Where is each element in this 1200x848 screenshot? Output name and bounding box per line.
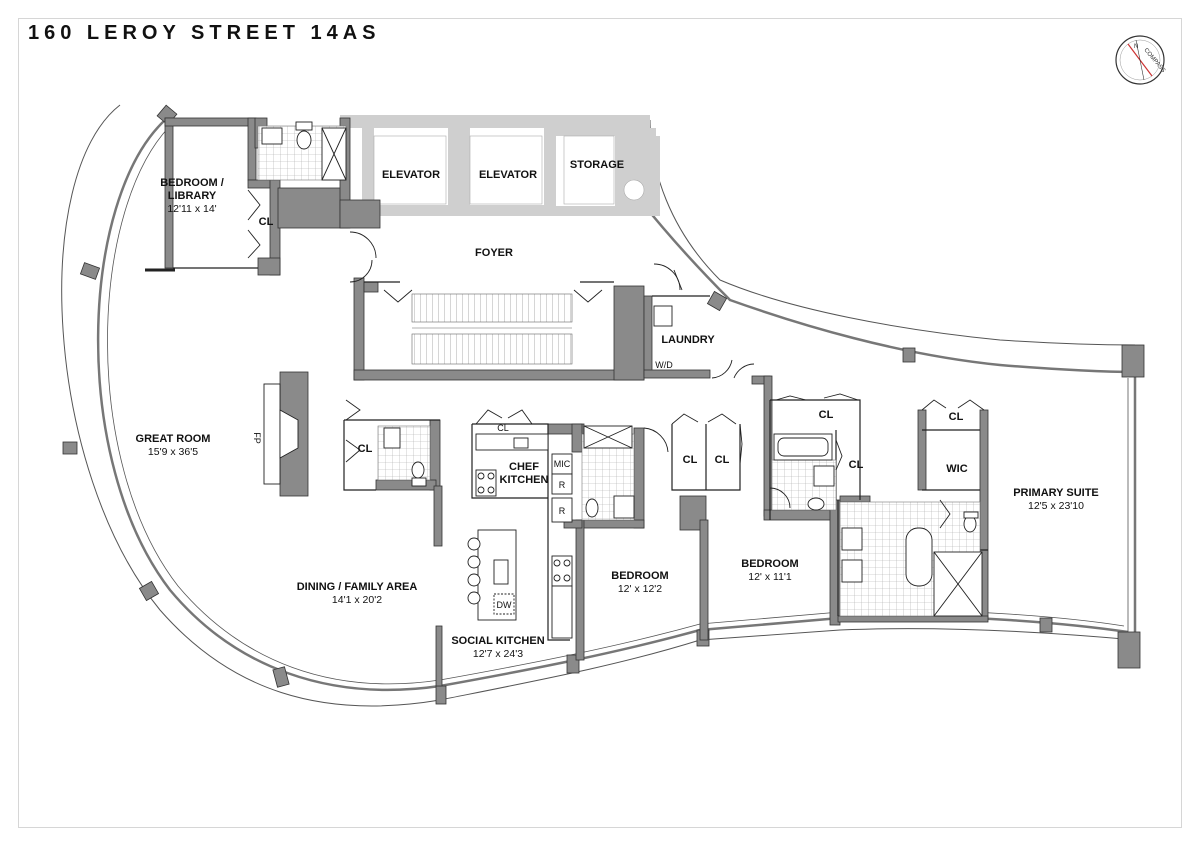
washer-dryer-label: W/D: [655, 360, 673, 370]
chef-kitchen-label-1: CHEF: [509, 461, 539, 473]
sink-icon: [841, 527, 863, 551]
great-room-label: GREAT ROOM: [136, 433, 211, 445]
kitchen-counter: [475, 433, 549, 451]
building-core: [340, 115, 660, 216]
elevator-1-label: ELEVATOR: [382, 169, 440, 181]
stool-icon: [467, 555, 481, 569]
kitchen-counter-2: [551, 585, 573, 639]
great-room-dims: 15'9 x 36'5: [148, 446, 198, 458]
toilet-icon: [411, 461, 425, 479]
elevator-2-label: ELEVATOR: [479, 169, 537, 181]
stair-hatch: [411, 293, 573, 365]
closet-label: CL: [358, 443, 373, 455]
core-voids: [373, 125, 645, 205]
refrigerator-label-2: R: [559, 506, 566, 516]
plumbing-fixtures: [261, 121, 983, 617]
laundry-label: LAUNDRY: [661, 334, 715, 346]
dishwasher-box: [493, 593, 515, 615]
closet-label: CL: [819, 409, 834, 421]
wic-label: WIC: [946, 463, 967, 475]
plan-title: 160 LEROY STREET 14AS: [28, 22, 381, 44]
stool-icon: [467, 573, 481, 587]
interior-walls: [164, 117, 989, 687]
bedroom-2-dims: 12' x 12'2: [618, 583, 662, 595]
social-kitchen-label: SOCIAL KITCHEN: [451, 635, 544, 647]
refrigerator-box: [551, 473, 573, 495]
compass-north-label: N: [1134, 44, 1138, 50]
bathtub-icon: [905, 527, 933, 587]
fixture-labels: CL CL CL CL CL CL CL CL FP W/D MIC R R D…: [252, 216, 964, 610]
chef-kitchen-label-2: KITCHEN: [500, 474, 549, 486]
plan-frame: [18, 18, 1182, 828]
sink-icon: [383, 427, 401, 449]
closet-label: CL: [949, 411, 964, 423]
toilet-tank-icon: [295, 121, 313, 131]
sink-icon: [513, 437, 529, 449]
toilet-icon: [807, 497, 825, 511]
primary-suite-label: PRIMARY SUITE: [1013, 487, 1099, 499]
foyer-label: FOYER: [475, 247, 513, 259]
toilet-icon: [296, 130, 312, 150]
sink-icon: [813, 465, 835, 487]
storage-label: STORAGE: [570, 159, 624, 171]
sink-icon: [613, 495, 635, 519]
stool-icon: [467, 537, 481, 551]
kitchen-fixtures: [467, 433, 573, 639]
closet-label-small: CL: [497, 423, 509, 433]
facade-columns: [62, 104, 1145, 705]
fireplace-label: FP: [252, 432, 262, 444]
room-labels: BEDROOM / LIBRARY 12'11 x 14' ELEVATOR E…: [136, 159, 1099, 660]
refrigerator-box-2: [551, 497, 573, 523]
bedroom-2-label: BEDROOM: [611, 570, 668, 582]
bedroom-library-label-2: LIBRARY: [168, 190, 217, 202]
dining-label: DINING / FAMILY AREA: [297, 581, 418, 593]
sink-icon: [841, 559, 863, 583]
closet-label: CL: [683, 454, 698, 466]
stool-icon: [467, 591, 481, 605]
bedroom-library-label-1: BEDROOM /: [160, 177, 224, 189]
doors: [247, 189, 985, 529]
bedroom-library-dims: 12'11 x 14': [167, 203, 216, 215]
toilet-icon: [585, 498, 599, 518]
closet-label: CL: [259, 216, 274, 228]
dishwasher-label: DW: [497, 600, 512, 610]
bedroom-3-dims: 12' x 11'1: [748, 571, 792, 583]
microwave-label: MIC: [554, 459, 571, 469]
social-kitchen-dims: 12'7 x 24'3: [473, 648, 523, 660]
closet-label: CL: [715, 454, 730, 466]
laundry-sink-icon: [653, 305, 673, 327]
primary-suite-dims: 12'5 x 23'10: [1028, 500, 1084, 512]
fireplace-icon: [263, 383, 299, 485]
sink-icon: [493, 559, 509, 585]
bedroom-3-label: BEDROOM: [741, 558, 798, 570]
dining-dims: 14'1 x 20'2: [332, 594, 382, 606]
sink-icon: [261, 127, 283, 145]
refrigerator-label: R: [559, 480, 566, 490]
closet-label: CL: [849, 459, 864, 471]
compass-icon: N COMPASS: [1115, 35, 1166, 85]
